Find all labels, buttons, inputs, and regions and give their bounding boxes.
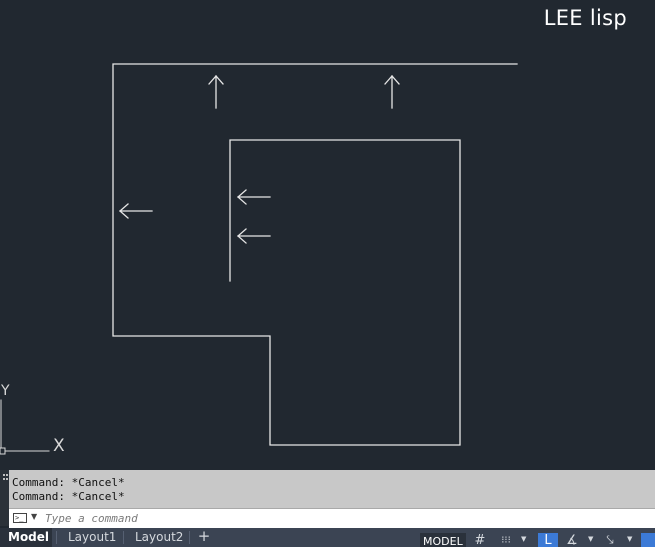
drawing-canvas (0, 63, 518, 455)
tab-layout2[interactable]: Layout2 (135, 530, 184, 544)
tab-divider (123, 531, 124, 544)
command-line-grip[interactable] (0, 470, 9, 526)
ortho-icon[interactable]: L (538, 533, 558, 547)
outer-boundary-polyline (112, 63, 518, 446)
dynamic-input-icon[interactable] (641, 533, 655, 547)
drawing-viewport[interactable]: LEE lisp Y X (0, 0, 655, 468)
ucs-icon (0, 399, 50, 455)
command-input[interactable] (45, 510, 645, 526)
model-space-toggle[interactable]: MODEL (420, 533, 466, 547)
polar-tracking-icon[interactable]: ∡ (566, 533, 578, 547)
command-prompt-icon[interactable]: >_ (13, 513, 27, 523)
left-arrow-1 (119, 203, 153, 219)
chevron-down-icon[interactable]: ▼ (627, 535, 633, 543)
up-arrow-2 (384, 75, 400, 109)
up-arrow-1 (208, 75, 224, 109)
add-layout-button[interactable]: + (197, 527, 211, 545)
left-arrow-2 (237, 189, 271, 205)
chevron-down-icon[interactable]: ▼ (31, 512, 38, 521)
object-snap-icon[interactable]: ⤥ (606, 533, 614, 547)
watermark-label: LEE lisp (543, 6, 627, 30)
command-history: Command: *Cancel* Command: *Cancel* (9, 470, 655, 508)
command-history-line: Command: *Cancel* (12, 490, 125, 503)
ucs-x-label: X (53, 436, 65, 456)
tab-layout1[interactable]: Layout1 (68, 530, 117, 544)
command-input-row: >_ ▼ (9, 508, 655, 528)
chevron-down-icon[interactable]: ▼ (588, 535, 594, 543)
snap-icon[interactable]: ⁝⁝⁝ (501, 535, 511, 546)
grid-icon[interactable]: # (474, 533, 486, 547)
ucs-y-label: Y (1, 383, 10, 399)
tab-model[interactable]: Model (0, 528, 52, 547)
tab-divider (189, 531, 190, 544)
left-arrow-3 (237, 228, 271, 244)
tab-divider (56, 531, 57, 544)
chevron-down-icon[interactable]: ▼ (521, 535, 527, 543)
status-bar: Model Layout1 Layout2 + MODEL # ⁝⁝⁝ ▼ L … (0, 528, 655, 547)
command-history-line: Command: *Cancel* (12, 476, 125, 489)
